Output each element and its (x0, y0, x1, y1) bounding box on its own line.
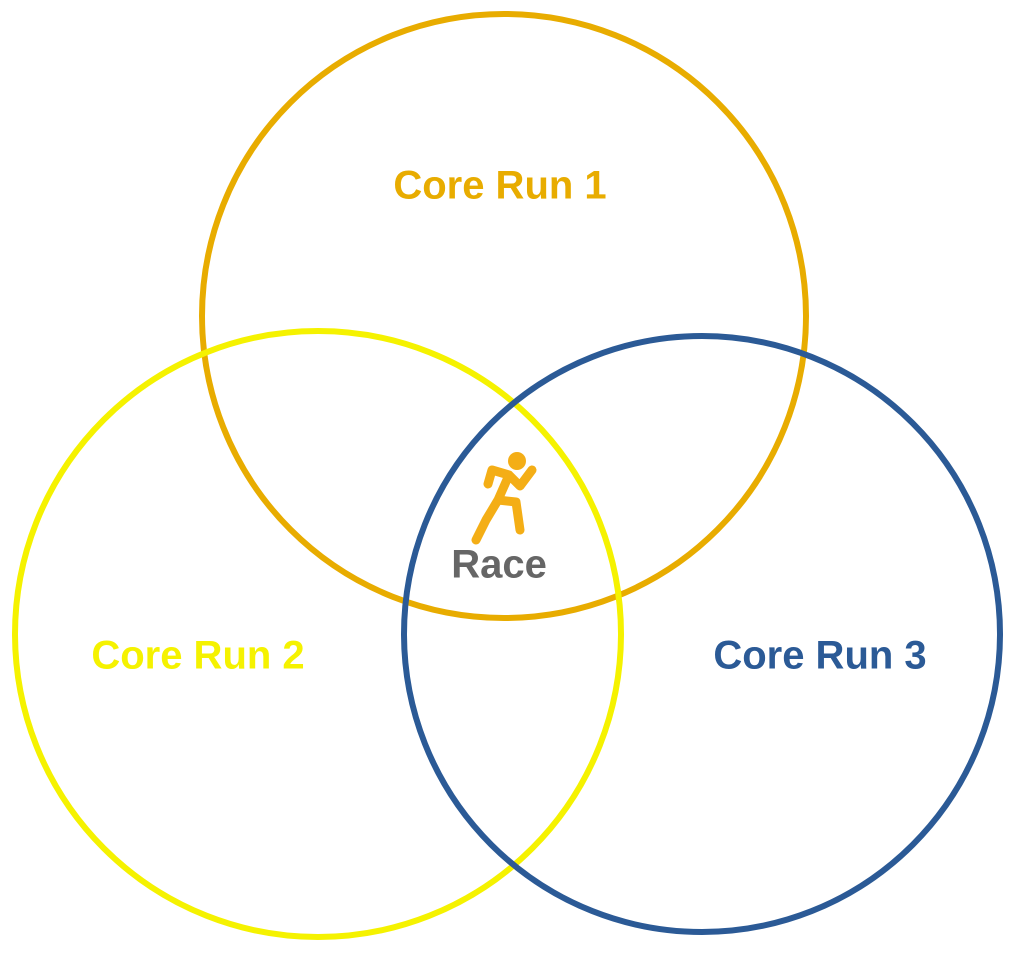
label-core-run-3: Core Run 3 (713, 634, 926, 678)
runner-body (471, 465, 537, 545)
label-core-run-2: Core Run 2 (91, 634, 304, 678)
running-person-icon (471, 452, 537, 545)
label-core-run-1: Core Run 1 (393, 164, 606, 208)
center-label-race: Race (451, 543, 547, 587)
circle-core-run-1 (199, 11, 809, 621)
runner-head (508, 452, 526, 470)
circle-core-run-3 (401, 333, 1003, 935)
circle-core-run-2 (12, 328, 624, 940)
